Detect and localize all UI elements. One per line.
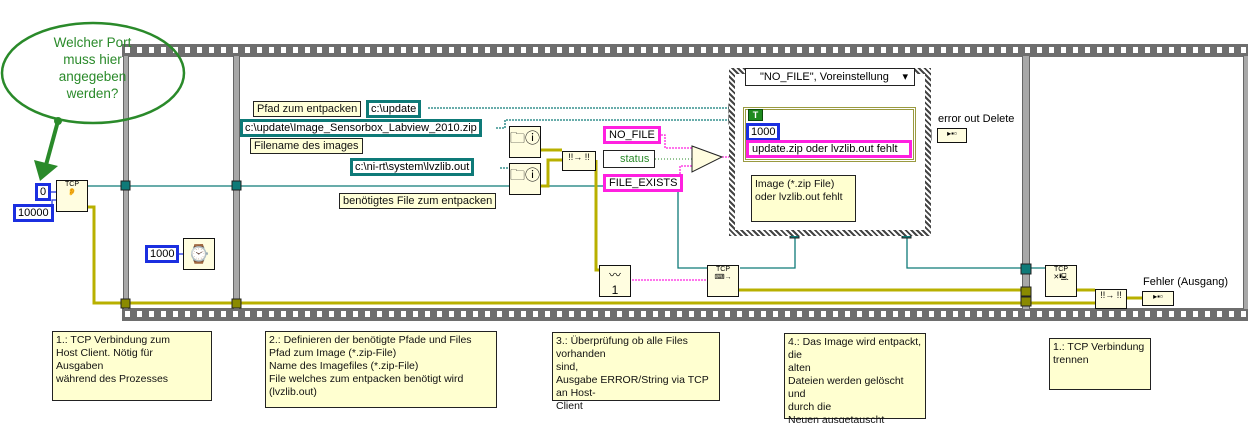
- note-step-1: 1.: TCP Verbindung zum Host Client. Nöti…: [52, 331, 212, 401]
- tcp-text: TCP: [65, 181, 79, 188]
- status-unbundle[interactable]: status: [603, 150, 655, 168]
- dropdown-arrow-icon[interactable]: ▾: [902, 71, 908, 83]
- callout-ellipse: [0, 21, 186, 125]
- error-wire: [88, 205, 1095, 305]
- error-out-delete-label: error out Delete: [938, 113, 1015, 125]
- case-comment: Image (*.zip File) oder lvzlib.out fehlt: [751, 175, 856, 222]
- select-function: [691, 145, 724, 173]
- file-info-icon[interactable]: 🗀ⓘ: [509, 126, 541, 158]
- count-text: 1: [611, 283, 619, 297]
- image-path-constant[interactable]: c:\update\Image_Sensorbox_Labview_2010.z…: [240, 119, 482, 137]
- tcp-wire-case-out: [740, 232, 796, 269]
- lvzlib-path-constant[interactable]: c:\ni-rt\system\lvzlib.out: [350, 158, 475, 176]
- callout-arrow: [44, 120, 60, 166]
- note-step-4: 4.: Das Image wird entpackt, die alten D…: [784, 333, 926, 423]
- tcp-close-icon[interactable]: TCP✕🖳: [1045, 265, 1077, 297]
- note-step-2: 2.: Definieren der benötigte Pfade und F…: [265, 331, 497, 408]
- fehler-ausgang-indicator[interactable]: ▸▪▫: [1142, 291, 1174, 306]
- merge-errors-icon[interactable]: !!→ !!: [562, 151, 596, 171]
- case-selector-value: "NO_FILE", Voreinstellung: [760, 71, 889, 83]
- tcp-text: TCP: [716, 266, 730, 273]
- bool-true-constant[interactable]: T: [748, 109, 763, 121]
- sequence-frame-bottom-border: [122, 308, 1248, 321]
- callout-text: Welcher Port muss hier angegeben werden?: [53, 35, 132, 101]
- sequence-frame-top-border: [122, 44, 1248, 57]
- error-handler-icon[interactable]: 〰1: [599, 265, 631, 297]
- file-exists-constant[interactable]: FILE_EXISTS: [603, 174, 684, 192]
- error-out-delete-indicator[interactable]: ▸▪▫: [937, 128, 967, 143]
- status-label: status: [620, 153, 650, 165]
- file-info-icon[interactable]: 🗀ⓘ: [509, 163, 541, 195]
- tcp-wire-case-through: [906, 232, 1045, 269]
- timeout-constant[interactable]: 10000: [13, 204, 54, 222]
- merge-errors-icon[interactable]: !!→ !!: [1095, 289, 1127, 309]
- wait-watch-icon[interactable]: ⌚: [183, 238, 215, 270]
- note-step-3: 3.: Überprüfung ob alle Files vorhanden …: [552, 332, 720, 412]
- sequence-frame-divider-4: [1243, 56, 1248, 309]
- tcp-listen-icon[interactable]: TCP👂: [56, 180, 88, 212]
- no-file-constant[interactable]: NO_FILE: [603, 126, 661, 144]
- pfad-constant[interactable]: c:\update: [366, 100, 422, 118]
- error-code-constant[interactable]: 1000: [746, 123, 781, 141]
- error-message-constant[interactable]: update.zip oder lvzlib.out fehlt: [746, 140, 912, 158]
- case-selector[interactable]: "NO_FILE", Voreinstellung ▾: [745, 68, 915, 86]
- port-constant[interactable]: 0: [35, 183, 52, 201]
- wait-ms-constant[interactable]: 1000: [145, 245, 180, 263]
- pfad-label: Pfad zum entpacken: [253, 101, 362, 117]
- needed-file-label: benötigtes File zum entpacken: [339, 193, 497, 209]
- fehler-ausgang-label: Fehler (Ausgang): [1143, 276, 1228, 288]
- tcp-text: TCP: [1054, 266, 1068, 273]
- tcp-write-icon[interactable]: TCP⌨→: [707, 265, 739, 297]
- sequence-frame-divider-3: [1022, 56, 1030, 309]
- filename-label: Filename des images: [250, 138, 363, 154]
- note-step-5: 1.: TCP Verbindung trennen: [1049, 338, 1151, 390]
